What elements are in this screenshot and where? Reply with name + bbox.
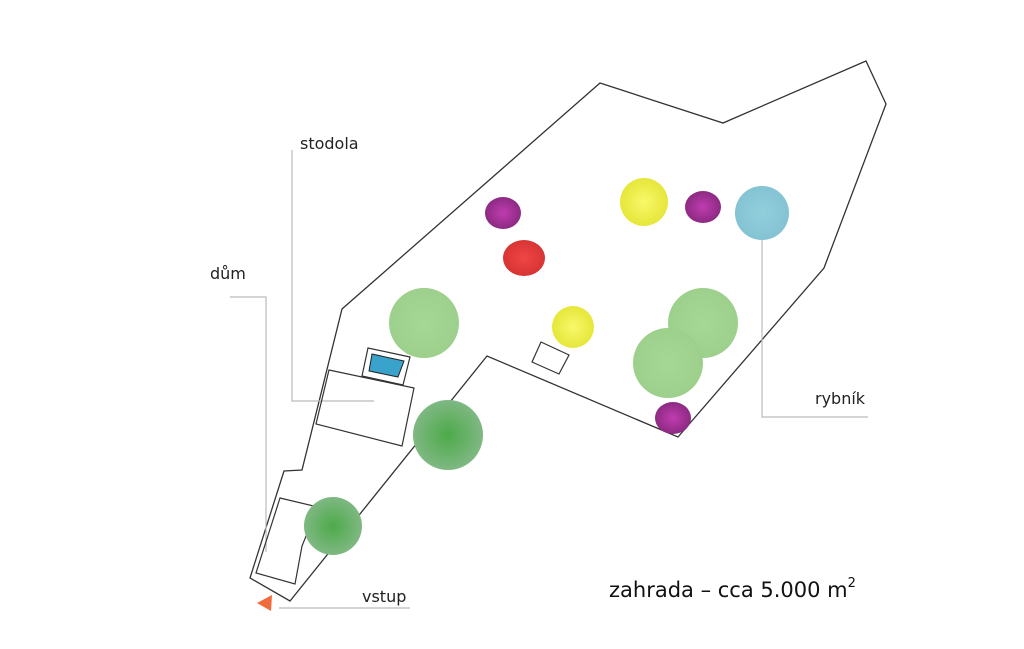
shrub-yellow-1 <box>620 178 668 226</box>
tree-light-1 <box>389 288 459 358</box>
caption-superscript: 2 <box>847 576 856 591</box>
shrub-purple-1 <box>485 197 521 229</box>
tree-light-3 <box>633 328 703 398</box>
barn-building <box>315 369 415 447</box>
shrub-purple-3 <box>655 402 691 434</box>
house-building <box>255 497 319 585</box>
entrance-arrow-icon <box>257 595 272 611</box>
shrub-red <box>503 240 545 276</box>
barn-leader-line <box>291 150 374 402</box>
pool-outline <box>361 347 411 386</box>
garden-area-caption: zahrada – cca 5.000 m2 <box>609 576 856 602</box>
barn-label: stodola <box>300 134 359 153</box>
pond-leader-line <box>761 236 868 418</box>
pool-water <box>368 353 405 378</box>
tree-dark-1 <box>413 400 483 470</box>
shrub-yellow-2 <box>552 306 594 348</box>
garden-shed <box>531 341 570 375</box>
property-boundary <box>249 60 887 602</box>
tree-dark-2 <box>304 497 362 555</box>
entrance-label: vstup <box>362 587 407 606</box>
caption-text: zahrada – cca 5.000 m <box>609 578 848 602</box>
pond-label: rybník <box>815 389 866 408</box>
house-label: dům <box>210 264 246 283</box>
house-leader-line <box>230 296 267 552</box>
shrub-purple-2 <box>685 191 721 223</box>
pond <box>735 186 789 240</box>
